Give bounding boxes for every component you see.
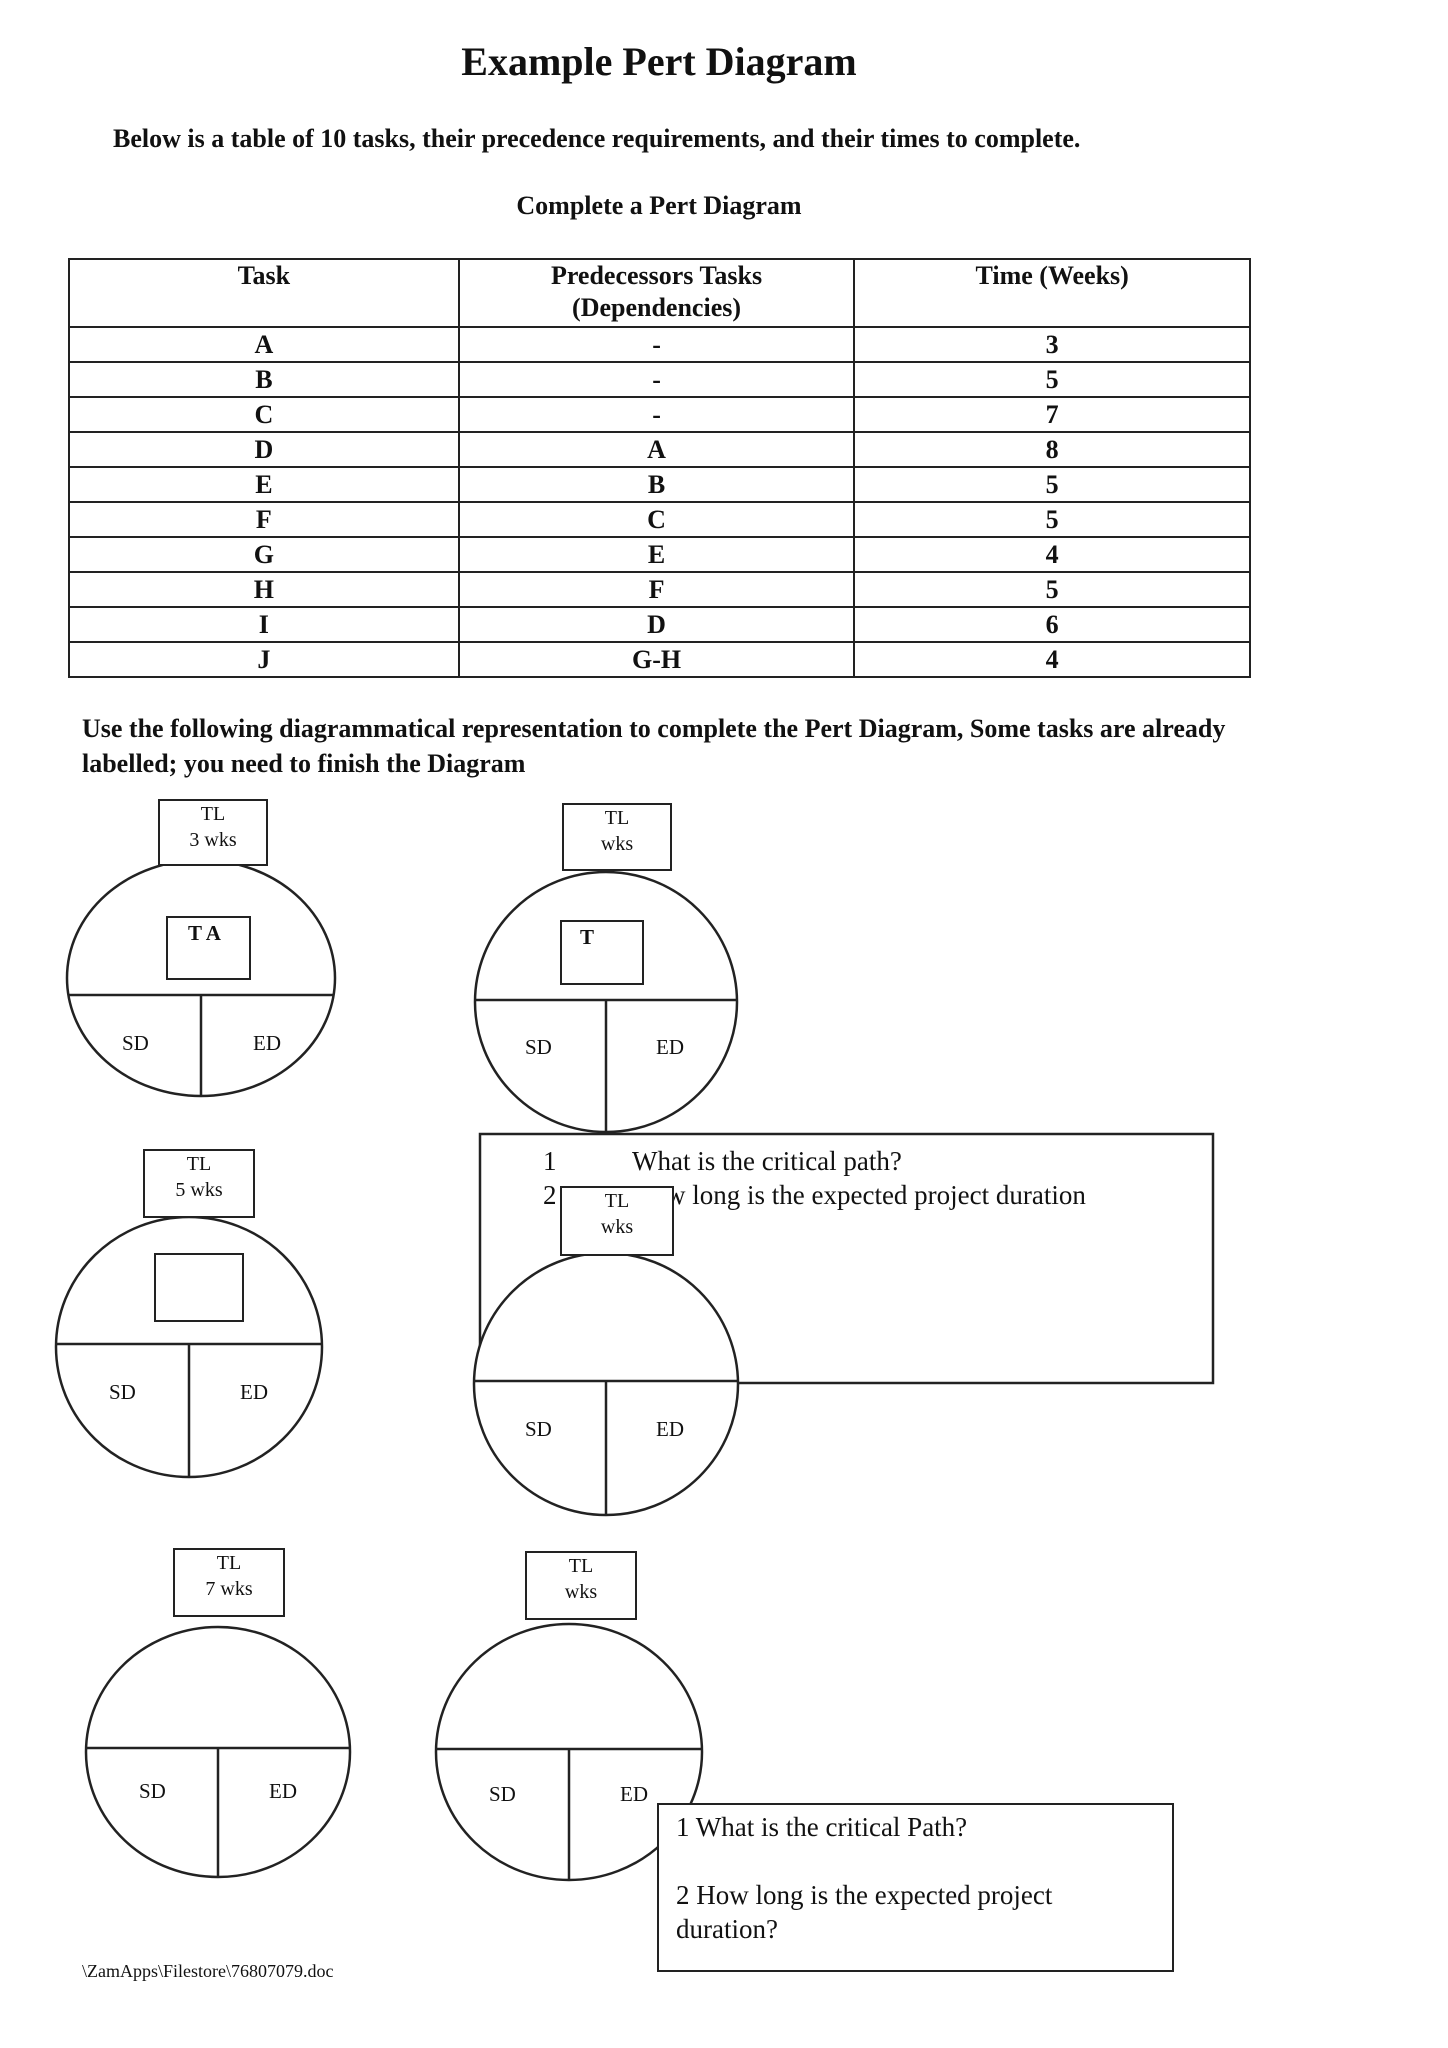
table-row: C-7 [68,396,1251,433]
header-time: Time (Weeks) [853,258,1251,328]
task-cell: H [68,571,460,608]
node-2-start-date-label: SD [525,1035,552,1059]
node-6-duration: wks [564,1581,598,1603]
time-cell: 5 [853,361,1251,398]
question-box-1-number-2: 2 [543,1180,557,1210]
node-1-start-date-label: SD [122,1031,149,1055]
task-table: Task Predecessors Tasks (Dependencies) T… [68,258,1251,678]
question-box-2-question-2-line1: 2 How long is the expected project [676,1880,1053,1910]
node-2-tl-label: TL [604,807,630,829]
time-cell: 8 [853,431,1251,468]
node-2-duration: wks [600,833,634,855]
question-box-2 [657,1803,1174,1972]
node-1-end-date-label: ED [253,1031,281,1055]
node-3-tl-box: TL 5 wks [143,1149,255,1218]
header-predecessors: Predecessors Tasks (Dependencies) [457,258,856,328]
node-1-task-label: T A [188,921,221,945]
node-4-tl-label: TL [604,1190,630,1212]
table-row: B-5 [68,361,1251,398]
header-task: Task [68,258,460,328]
node-3-end-date-label: ED [240,1380,268,1404]
question-box-2-question-2-line2: duration? [676,1914,778,1944]
page-title: Example Pert Diagram [461,39,857,84]
time-cell: 4 [853,536,1251,573]
node-6-tl-box: TL wks [525,1551,637,1620]
node-4-duration: wks [600,1216,634,1238]
intro-text: Below is a table of 10 tasks, their prec… [113,124,1081,153]
task-cell: D [68,431,460,468]
time-cell: 5 [853,571,1251,608]
question-box-1-question-2: w long is the expected project duration [666,1180,1086,1210]
node-5-tl-box: TL 7 wks [173,1548,285,1617]
node-1-tl-box: TL 3 wks [158,799,268,866]
node-1-task-box: T A [166,916,251,980]
task-cell: B [68,361,460,398]
predecessor-cell: D [457,606,856,643]
node-2-tl-box: TL wks [562,803,672,871]
node-5-tl-label: TL [216,1552,242,1574]
node-1-tl-label: TL [200,803,226,825]
predecessor-cell: F [457,571,856,608]
subtitle: Complete a Pert Diagram [516,191,802,220]
predecessor-cell: - [457,361,856,398]
predecessor-cell: - [457,326,856,363]
predecessor-cell: E [457,536,856,573]
time-cell: 7 [853,396,1251,433]
time-cell: 5 [853,501,1251,538]
question-box-1-question-1: What is the critical path? [632,1146,902,1176]
node-6-start-date-label: SD [489,1782,516,1806]
node-4-start-date-label: SD [525,1417,552,1441]
predecessor-cell: G-H [457,641,856,678]
node-4-tl-box: TL wks [560,1186,674,1256]
node-6-tl-label: TL [568,1555,594,1577]
table-header-row: Task Predecessors Tasks (Dependencies) T… [68,258,1251,328]
task-cell: A [68,326,460,363]
predecessor-cell: C [457,501,856,538]
node-3-start-date-label: SD [109,1380,136,1404]
header-predecessors-line2: (Dependencies) [572,293,742,322]
node-3-tl-label: TL [186,1153,212,1175]
question-box-1-number-1: 1 [543,1146,557,1176]
task-cell: F [68,501,460,538]
predecessor-cell: B [457,466,856,503]
node-5-duration: 7 wks [205,1578,253,1600]
instructions-text: Use the following diagrammatical represe… [82,714,1226,778]
node-2-task-box: T [560,920,644,985]
node-3-duration: 5 wks [175,1179,223,1201]
node-6-end-date-label: ED [620,1782,648,1806]
time-cell: 6 [853,606,1251,643]
task-cell: J [68,641,460,678]
predecessor-cell: A [457,431,856,468]
task-cell: G [68,536,460,573]
node-4-end-date-label: ED [656,1417,684,1441]
time-cell: 4 [853,641,1251,678]
node-5-end-date-label: ED [269,1779,297,1803]
node-5-start-date-label: SD [139,1779,166,1803]
task-cell: I [68,606,460,643]
question-box-2-question-1: 1 What is the critical Path? [676,1812,968,1842]
time-cell: 5 [853,466,1251,503]
task-cell: E [68,466,460,503]
question-box-1-frame [478,1132,1215,1385]
predecessor-cell: - [457,396,856,433]
node-3-task-box [154,1253,244,1322]
node-2-end-date-label: ED [656,1035,684,1059]
node-1-duration: 3 wks [189,829,237,851]
footer-file-path: \ZamApps\Filestore\76807079.doc [82,1961,334,1981]
node-2-task-label: T [580,925,595,949]
table-row: A-3 [68,326,1251,363]
task-cell: C [68,396,460,433]
time-cell: 3 [853,326,1251,363]
header-predecessors-line1: Predecessors Tasks [550,261,763,290]
